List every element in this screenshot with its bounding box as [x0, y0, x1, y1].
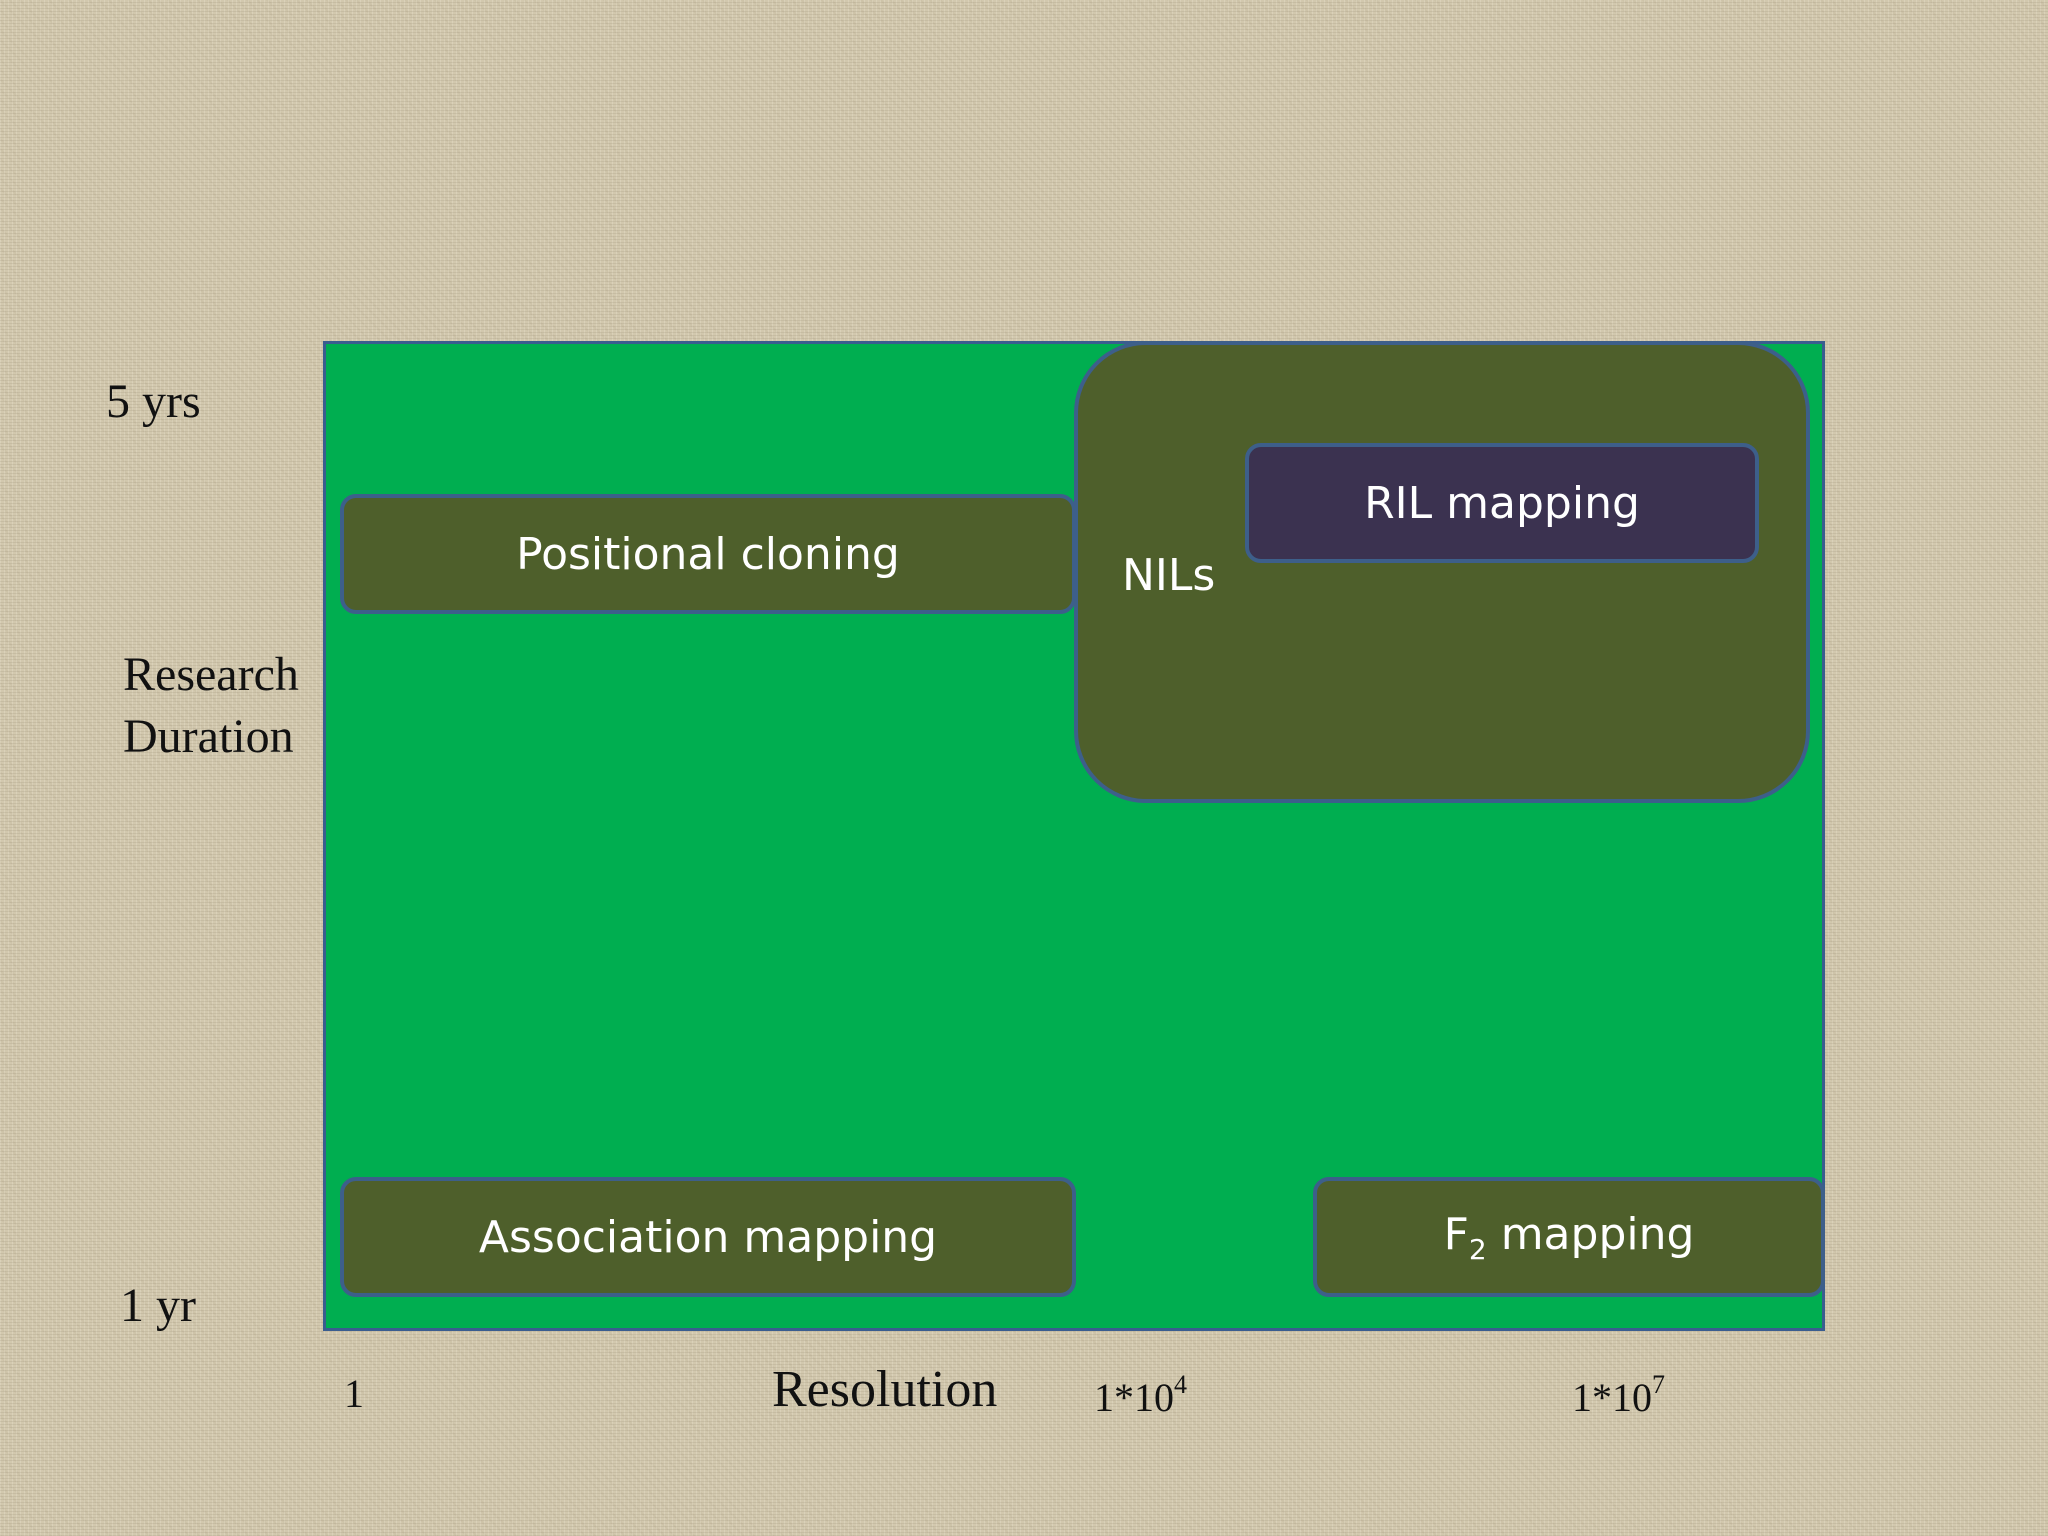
positional-cloning-label: Positional cloning	[516, 528, 900, 580]
f2-prefix: F	[1443, 1208, 1469, 1260]
x-axis-tick-3-base: 1*10	[1572, 1375, 1652, 1420]
nils-box: NILs	[1074, 341, 1810, 803]
f2-mapping-label: F2 mapping	[1444, 1209, 1695, 1266]
association-mapping-box: Association mapping	[340, 1177, 1076, 1297]
x-axis-tick-2: 1*104	[1094, 1370, 1187, 1421]
x-axis-tick-2-base: 1*10	[1094, 1375, 1174, 1420]
y-axis-title-line1: Research	[123, 648, 299, 701]
y-axis-bottom-label: 1 yr	[120, 1279, 196, 1332]
y-axis-title: Research Duration	[123, 644, 299, 768]
f2-mapping-box: F2 mapping	[1313, 1177, 1825, 1297]
nils-label: NILs	[1122, 550, 1216, 601]
association-mapping-label: Association mapping	[478, 1211, 938, 1263]
y-axis-top-label: 5 yrs	[106, 375, 201, 428]
x-axis-tick-3-exp: 7	[1652, 1370, 1665, 1399]
y-axis-title-line2: Duration	[123, 710, 294, 763]
ril-mapping-box: RIL mapping	[1245, 443, 1759, 563]
positional-cloning-box: Positional cloning	[340, 494, 1076, 614]
x-axis-title: Resolution	[772, 1361, 998, 1418]
x-axis-tick-2-exp: 4	[1174, 1370, 1187, 1399]
x-axis-tick-3: 1*107	[1572, 1370, 1665, 1421]
f2-subscript: 2	[1468, 1232, 1487, 1266]
x-axis-tick-1: 1	[344, 1371, 364, 1416]
ril-mapping-label: RIL mapping	[1364, 477, 1640, 529]
f2-suffix: mapping	[1486, 1208, 1695, 1260]
